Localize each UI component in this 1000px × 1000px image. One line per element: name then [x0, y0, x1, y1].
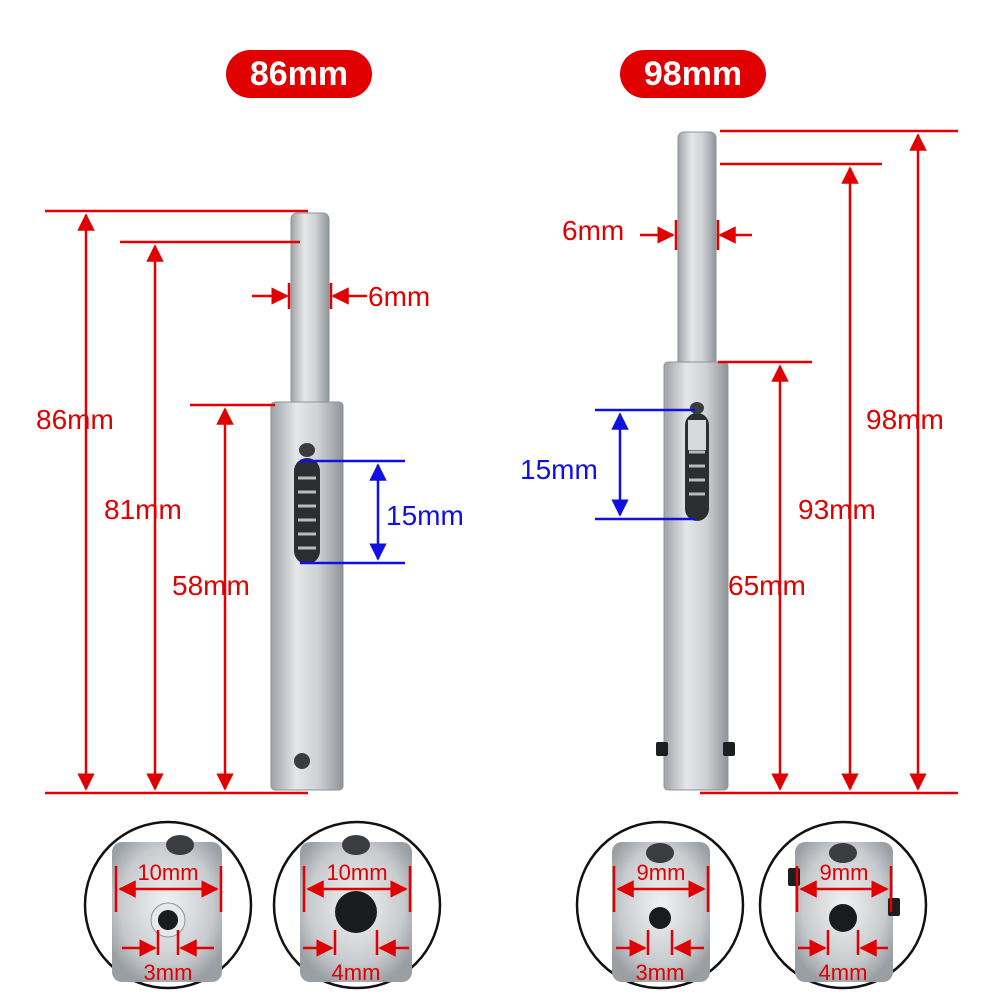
left-81-length-label: 81mm [104, 494, 182, 525]
detail-left-b-inner-label: 4mm [331, 960, 381, 985]
left-slot-dimension [300, 459, 405, 565]
left-58-length-label: 58mm [172, 570, 250, 601]
right-total-length-label: 98mm [866, 404, 944, 435]
left-shaft [270, 212, 344, 791]
detail-left-a-outer-label: 10mm [137, 860, 199, 885]
left-title-badge: 86mm [226, 50, 372, 98]
right-dimension-lines [640, 129, 958, 795]
right-65-length-label: 65mm [728, 570, 806, 601]
left-dimension-lines [45, 209, 367, 795]
detail-left-b-outer-label: 10mm [326, 860, 388, 885]
detail-left-a-inner-label: 3mm [143, 960, 193, 985]
right-shaft [656, 131, 735, 791]
left-slot-length-label: 15mm [386, 500, 464, 531]
detail-right-b-outer-label: 9mm [819, 860, 869, 885]
left-shaft-diameter-label: 6mm [368, 281, 431, 312]
detail-right-a-inner-label: 3mm [635, 960, 685, 985]
detail-dimension-lines [114, 866, 893, 957]
right-slot-length-label: 15mm [520, 454, 598, 485]
right-title-badge: 98mm [620, 50, 766, 98]
right-shaft-diameter-label: 6mm [562, 215, 625, 246]
left-total-length-label: 86mm [36, 404, 114, 435]
detail-right-b-inner-label: 4mm [818, 960, 868, 985]
detail-right-a-outer-label: 9mm [636, 860, 686, 885]
right-93-length-label: 93mm [798, 494, 876, 525]
right-slot-dimension [595, 408, 695, 521]
